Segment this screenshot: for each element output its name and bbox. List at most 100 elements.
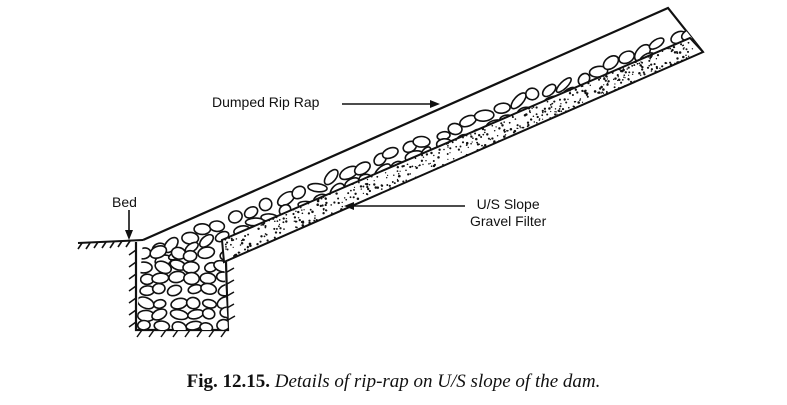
gravel-particle — [260, 235, 263, 238]
gravel-particle — [500, 122, 503, 125]
gravel-particle — [384, 172, 387, 174]
gravel-particle — [643, 73, 646, 76]
gravel-particle — [604, 79, 607, 82]
rip-rap-stone — [381, 146, 399, 160]
gravel-particle — [567, 98, 569, 101]
gravel-particle — [597, 78, 601, 81]
gravel-particle — [285, 217, 288, 220]
gravel-particle — [579, 99, 581, 101]
rip-rap-stone — [258, 197, 273, 212]
gravel-particle — [605, 90, 608, 93]
rip-rap-stone — [525, 87, 540, 101]
gravel-particle — [385, 176, 388, 179]
gravel-particle — [472, 137, 474, 139]
gravel-particle — [653, 63, 656, 66]
rip-rap-stone — [541, 83, 557, 98]
gravel-particle — [549, 117, 551, 119]
gravel-particle — [438, 151, 441, 154]
gravel-particle — [549, 103, 552, 106]
gravel-particle — [407, 173, 410, 176]
gravel-particle — [642, 71, 645, 74]
gravel-particle — [386, 184, 389, 186]
gravel-particle — [388, 184, 391, 187]
gravel-particle — [349, 196, 352, 199]
gravel-particle — [491, 124, 494, 127]
gravel-particle — [691, 48, 694, 50]
figure-number: Fig. 12.15. — [186, 371, 270, 392]
gravel-particle — [495, 126, 497, 128]
gravel-particle — [626, 68, 628, 70]
gravel-particle — [314, 217, 316, 219]
gravel-particle — [422, 163, 424, 166]
gravel-particle — [483, 143, 487, 147]
gravel-particle — [550, 110, 552, 113]
rip-rap-stone — [149, 244, 168, 260]
gravel-particle — [341, 205, 344, 208]
gravel-particle — [240, 242, 244, 245]
gravel-particle — [335, 192, 338, 195]
gravel-particle — [368, 184, 371, 186]
gravel-particle — [353, 188, 355, 191]
gravel-particle — [294, 220, 297, 223]
gravel-particle — [301, 209, 303, 211]
gravel-particle — [393, 182, 396, 185]
gravel-particle — [503, 135, 506, 138]
rip-rap-stone — [185, 296, 201, 310]
gravel-particle — [527, 123, 530, 127]
rip-rap-stone — [169, 308, 189, 321]
gravel-particle — [617, 76, 619, 78]
gravel-particle — [374, 186, 378, 189]
gravel-particle — [661, 65, 664, 68]
gravel-particle — [508, 121, 511, 124]
gravel-particle — [649, 55, 652, 59]
gravel-particle — [491, 137, 494, 140]
rip-rap-stone — [201, 307, 216, 320]
gravel-particle — [297, 210, 300, 214]
gravel-particle — [353, 186, 356, 189]
gravel-particle — [238, 251, 241, 254]
gravel-particle — [278, 223, 281, 226]
gravel-particle — [649, 58, 651, 60]
gravel-particle — [538, 119, 541, 121]
gravel-particle — [278, 219, 281, 221]
gravel-particle — [516, 124, 519, 127]
gravel-particle — [638, 72, 641, 75]
gravel-particle — [247, 233, 250, 236]
gravel-particle — [623, 76, 625, 78]
gravel-particle — [340, 208, 343, 211]
gravel-particle — [650, 70, 653, 72]
gravel-particle — [376, 175, 379, 178]
gravel-particle — [285, 213, 288, 216]
gravel-particle — [347, 192, 350, 195]
gravel-particle — [396, 179, 399, 182]
gravel-particle — [482, 133, 485, 136]
gravel-particle — [481, 144, 483, 147]
gravel-particle — [396, 166, 399, 169]
gravel-particle — [442, 163, 444, 166]
gravel-particle — [613, 86, 616, 89]
gravel-particle — [606, 83, 609, 86]
gravel-particle — [551, 102, 554, 105]
gravel-particle — [333, 201, 336, 204]
gravel-particle — [521, 126, 524, 129]
rip-rap-stone — [198, 233, 215, 248]
gravel-particle — [457, 148, 460, 151]
gravel-particle — [554, 108, 557, 110]
gravel-particle — [576, 91, 579, 94]
gravel-particle — [493, 130, 496, 132]
gravel-particle — [391, 181, 394, 183]
gravel-particle — [366, 185, 369, 189]
gravel-particle — [282, 217, 285, 220]
gravel-particle — [599, 77, 602, 80]
gravel-particle — [243, 248, 247, 251]
gravel-particle — [586, 95, 589, 98]
gravel-particle — [415, 166, 418, 170]
gravel-particle — [670, 50, 673, 53]
gravel-particle — [638, 62, 641, 65]
gravel-particle — [648, 59, 651, 62]
gravel-particle — [246, 246, 249, 249]
gravel-particle — [301, 221, 305, 224]
gravel-particle — [489, 138, 491, 141]
gravel-particle — [669, 61, 672, 64]
rip-rap-stone — [193, 222, 212, 236]
